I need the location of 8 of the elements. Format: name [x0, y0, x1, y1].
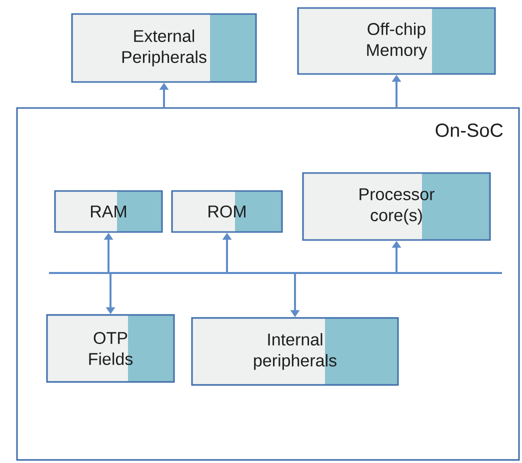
block-box: Processor core(s)	[302, 172, 491, 241]
block-box: RAM	[54, 190, 163, 233]
block-box: ROM	[171, 190, 283, 233]
block-box: Internal peripherals	[191, 317, 399, 386]
block-box: Off-chip Memory	[297, 7, 496, 75]
block-box: OTP Fields	[46, 314, 175, 383]
bus-line	[49, 272, 502, 274]
block-box: External Peripherals	[71, 13, 257, 83]
